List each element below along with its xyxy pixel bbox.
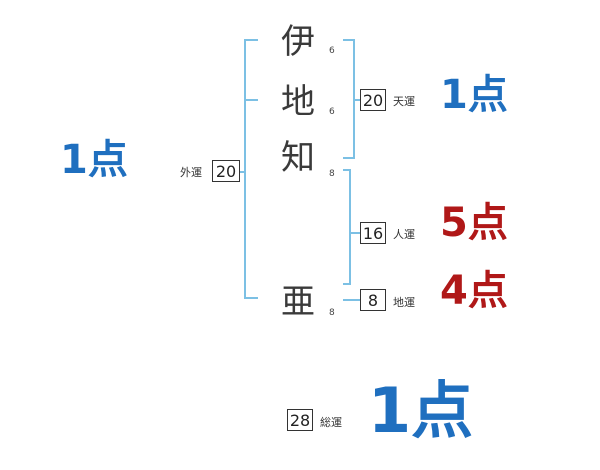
tenun-value-box: 20 bbox=[360, 89, 386, 111]
tenun-bracket bbox=[343, 39, 355, 159]
name-char-3: 知 bbox=[281, 138, 315, 178]
tenun-score: 1点 bbox=[440, 72, 508, 118]
gaiun-label: 外運 bbox=[180, 166, 202, 179]
jinun-label: 人運 bbox=[393, 228, 415, 241]
stroke-count-4: 8 bbox=[329, 308, 335, 318]
chiun-label: 地運 bbox=[393, 296, 415, 309]
jinun-score: 5点 bbox=[440, 200, 508, 246]
name-char-1: 伊 bbox=[281, 22, 315, 62]
jinun-bracket bbox=[343, 169, 351, 285]
chiun-score: 4点 bbox=[440, 268, 508, 314]
stroke-count-3: 8 bbox=[329, 169, 335, 179]
name-char-4: 亜 bbox=[281, 282, 315, 322]
gaiun-score: 1点 bbox=[60, 137, 128, 183]
jinun-value-box: 16 bbox=[360, 222, 386, 244]
gaiun-bracket bbox=[244, 39, 258, 299]
chiun-value-box: 8 bbox=[360, 289, 386, 311]
souun-value-box: 28 bbox=[287, 409, 313, 431]
gaiun-value-box: 20 bbox=[212, 160, 240, 182]
tenun-label: 天運 bbox=[393, 95, 415, 108]
souun-label: 総運 bbox=[320, 416, 342, 429]
stroke-count-2: 6 bbox=[329, 107, 335, 117]
stroke-count-1: 6 bbox=[329, 46, 335, 56]
name-char-2: 地 bbox=[281, 82, 315, 122]
souun-score: 1点 bbox=[368, 374, 474, 447]
